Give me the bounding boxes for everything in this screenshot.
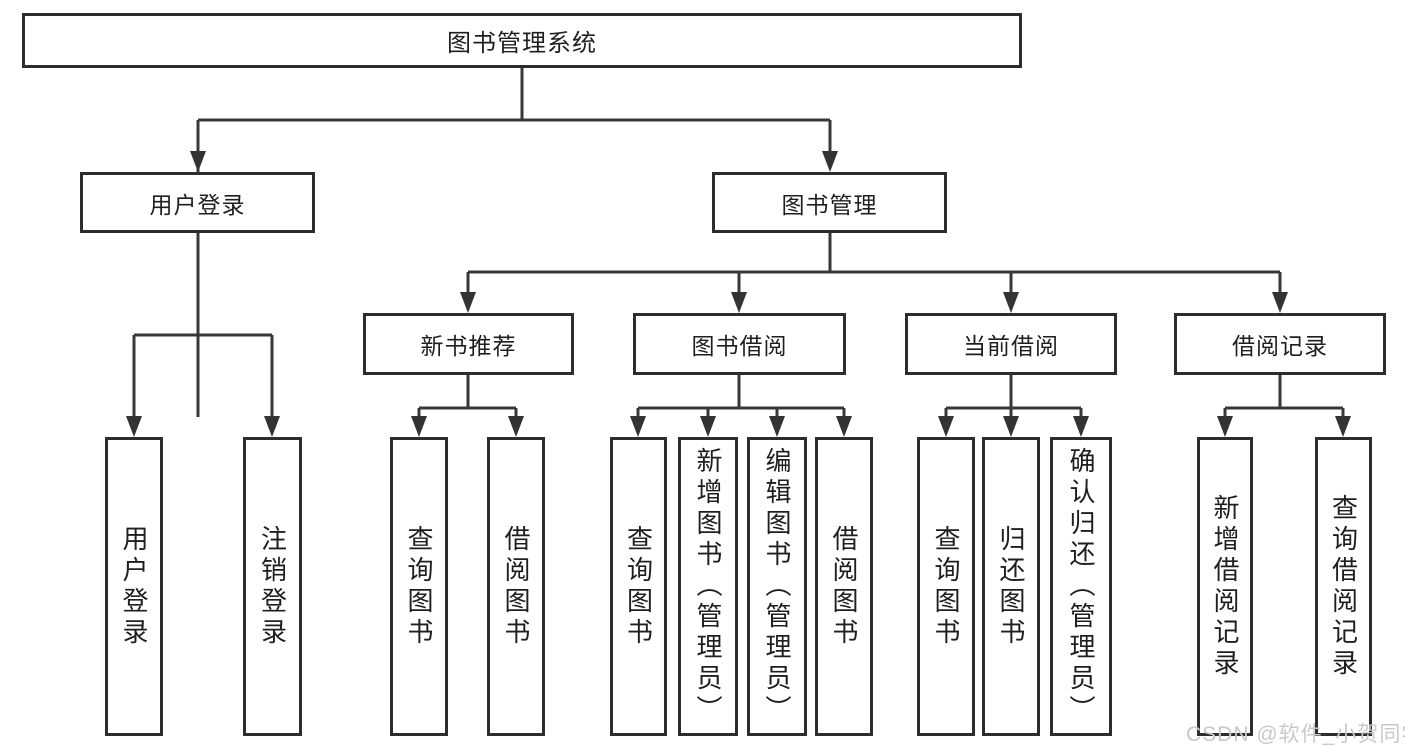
node-book-management: 图书管理 [712,172,947,233]
node-leaf-logout: 注销登录 [243,437,302,736]
node-leaf-query-borrow-record: 查询借阅记录 [1315,437,1372,736]
connector-root-to-level2 [190,68,838,417]
node-leaf-query-books-recommend: 查询图书 [390,437,448,736]
node-leaf-borrow-books: 借阅图书 [815,437,873,736]
node-book-borrow: 图书借阅 [633,313,846,375]
connector-borrow-records-branch [1217,375,1351,437]
connector-user-login-branch [126,233,280,437]
node-leaf-add-book-admin: 新增图书（管理员） [678,437,738,736]
node-leaf-confirm-return-admin: 确认归还（管理员） [1050,437,1112,736]
connector-book-management-branch [460,233,1288,313]
node-leaf-user-login: 用户登录 [105,437,163,736]
csdn-watermark: CSDN @软件_小贺同学 [1186,723,1405,746]
node-leaf-borrow-books-recommend: 借阅图书 [487,437,545,736]
node-borrow-records: 借阅记录 [1174,313,1386,375]
node-leaf-query-books-current: 查询图书 [917,437,975,736]
node-leaf-edit-book-admin: 编辑图书（管理员） [747,437,807,736]
node-leaf-add-borrow-record: 新增借阅记录 [1197,437,1253,736]
node-root: 图书管理系统 [22,13,1022,68]
node-leaf-return-books: 归还图书 [982,437,1040,736]
connector-new-book-recommend-branch [411,375,524,437]
connector-book-borrow-branch [630,375,852,437]
node-leaf-query-books-borrow: 查询图书 [610,437,667,736]
node-new-book-recommend: 新书推荐 [363,313,574,375]
connector-current-borrow-branch [938,375,1089,437]
node-user-login: 用户登录 [80,172,315,233]
node-current-borrow: 当前借阅 [905,313,1117,375]
